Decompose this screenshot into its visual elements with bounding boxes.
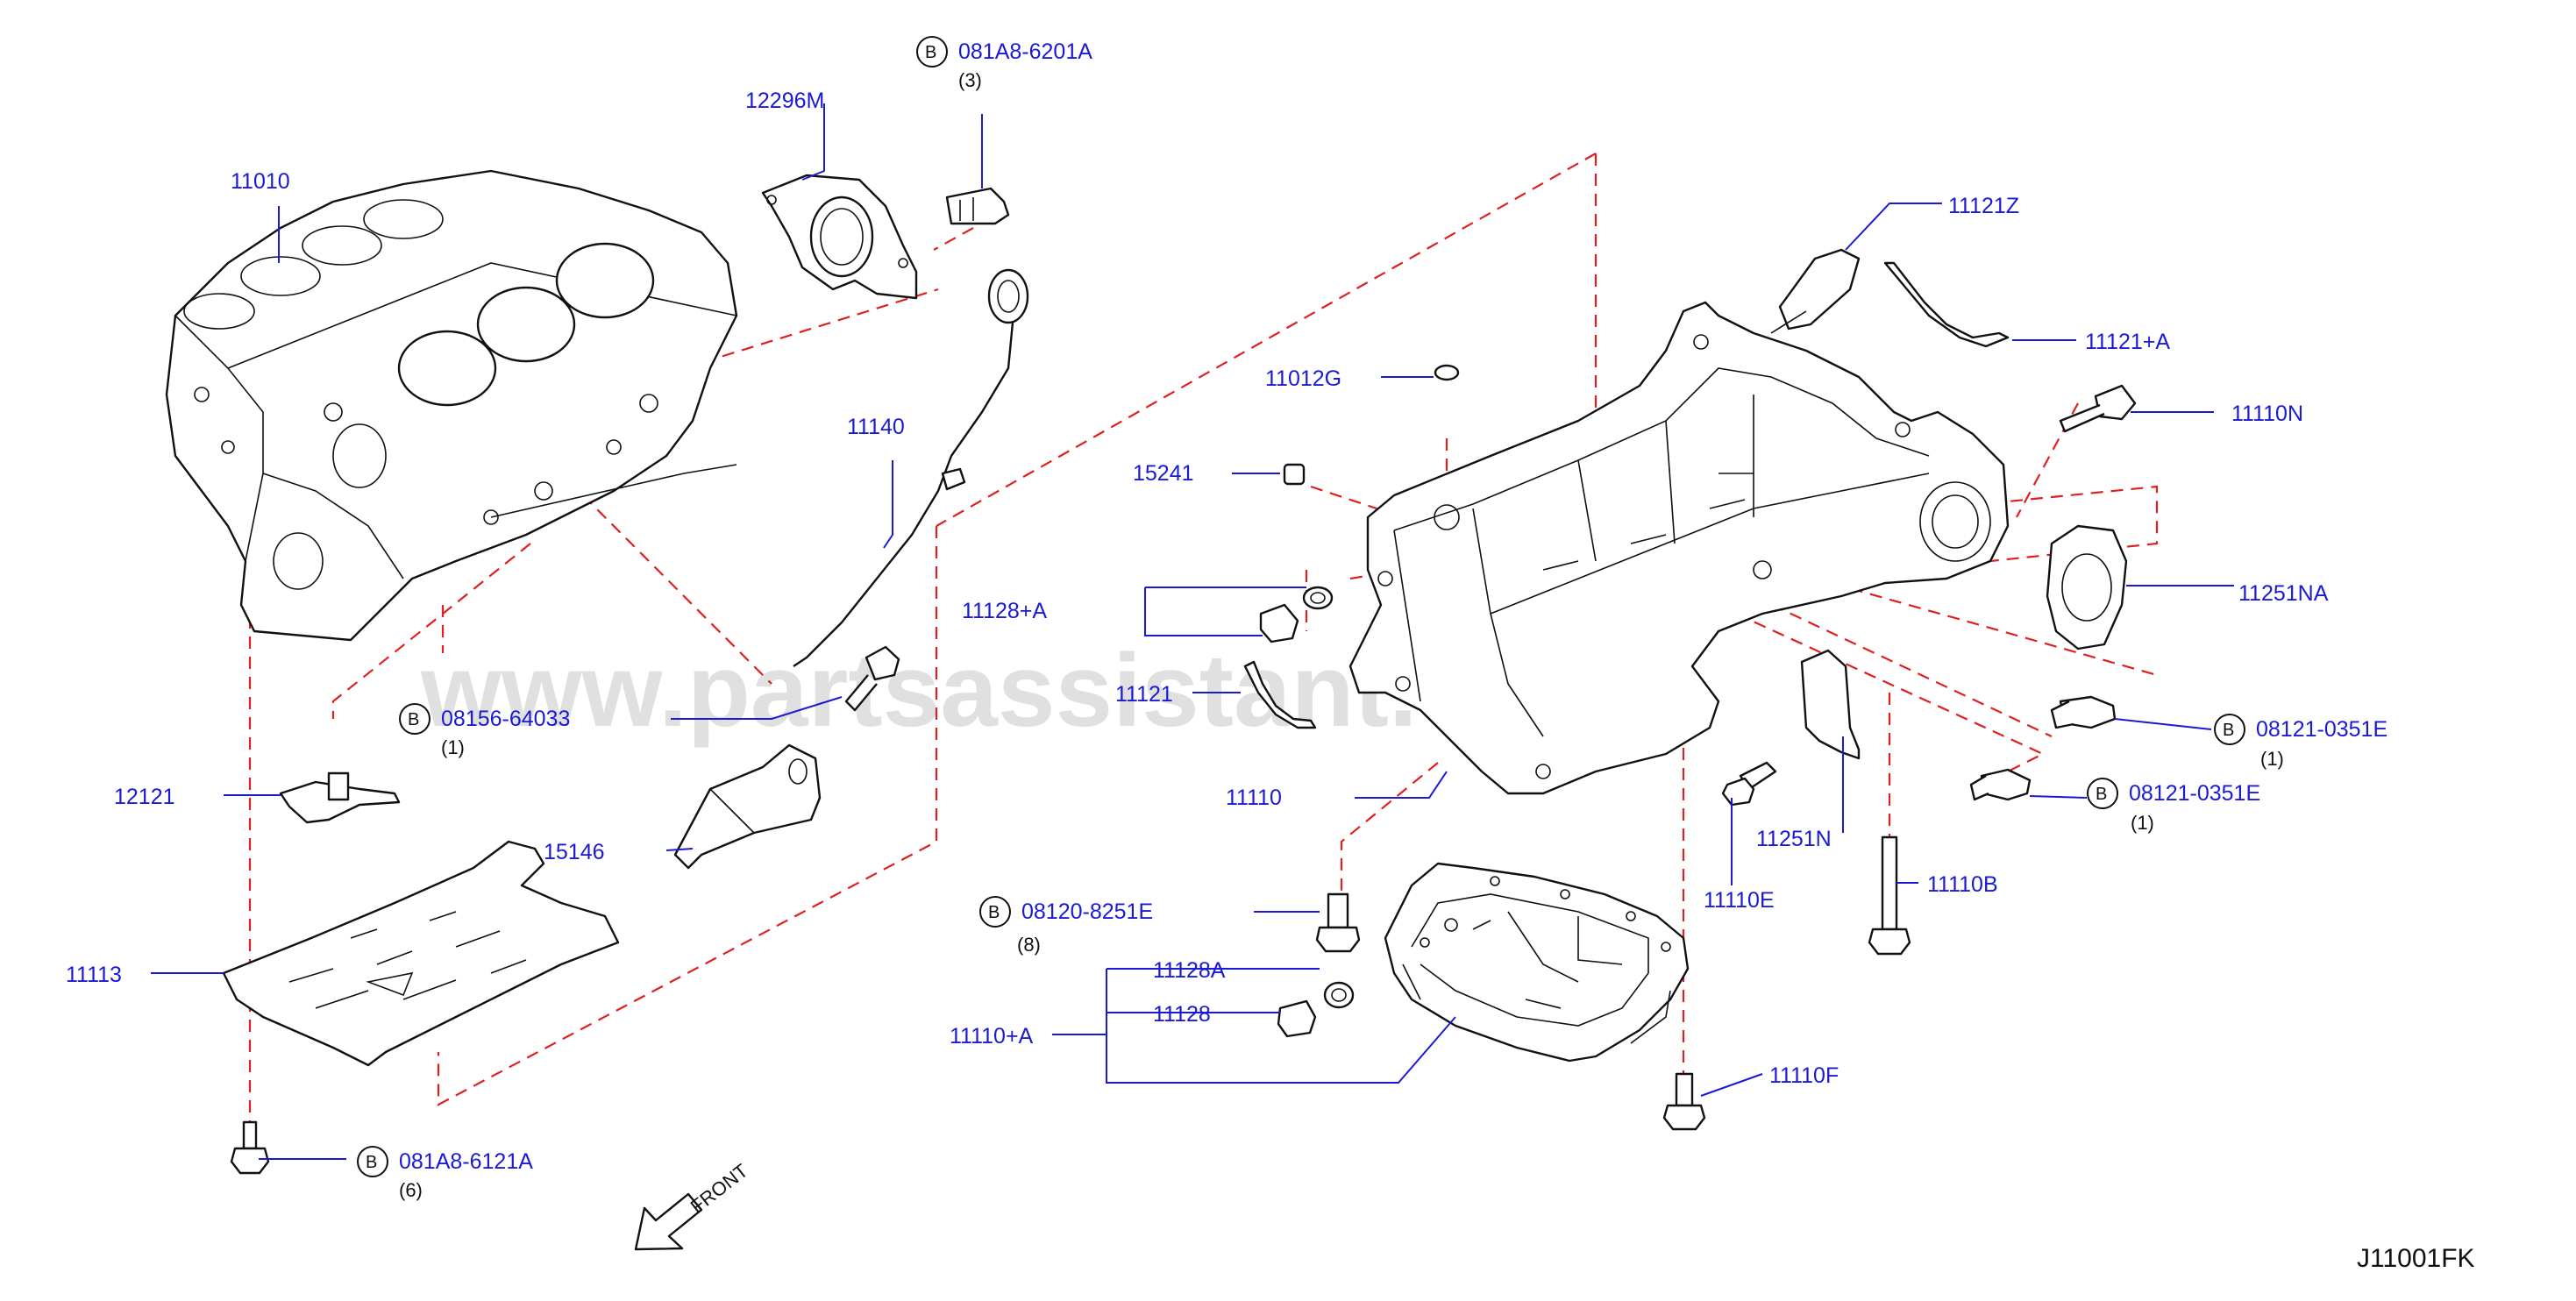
bolt-symbol-08120-8251e xyxy=(979,896,1011,928)
label-08121-0351e-b: 08121-0351E xyxy=(2129,781,2260,806)
gasket-11121-drawing xyxy=(1243,660,1317,729)
gasket-11121a-drawing xyxy=(1883,261,2010,348)
bolt-symbol-letter: B xyxy=(408,710,419,729)
bolt-symbol-08156-64033 xyxy=(399,703,431,735)
oil-level-gauge-drawing xyxy=(793,268,1029,667)
label-081a8-6201a: 081A8-6201A xyxy=(958,39,1092,64)
bolt-08156-64033-drawing xyxy=(844,645,900,712)
label-11121z: 11121Z xyxy=(1948,194,2019,218)
bolt-11110e-drawing xyxy=(1721,761,1777,807)
label-11110e: 11110E xyxy=(1704,888,1775,913)
cover-plate-11251n-drawing xyxy=(1800,649,1861,760)
rear-oil-seal-retainer-drawing xyxy=(761,174,918,300)
bracket-15146-drawing xyxy=(673,743,822,870)
bolt-081a8-6201a-drawing xyxy=(945,187,1010,225)
label-11121a: 11121+A xyxy=(2085,330,2170,354)
bolt-081a8-6121a-drawing xyxy=(230,1120,270,1175)
label-15146: 15146 xyxy=(544,840,605,864)
label-11128a: 11128A xyxy=(1153,958,1226,983)
bolt-symbol-letter: B xyxy=(2223,721,2234,740)
bracket-12121-drawing xyxy=(279,771,401,824)
label-12121: 12121 xyxy=(114,785,175,809)
label-11110a-plus: 11110+A xyxy=(950,1024,1034,1049)
front-arrow-icon xyxy=(634,1192,703,1251)
label-11110: 11110 xyxy=(1226,786,1282,810)
bolt-symbol-letter: B xyxy=(988,903,1000,922)
label-11140: 11140 xyxy=(847,415,905,439)
label-11251na: 11251NA xyxy=(2238,581,2329,606)
front-indicator: FRONT xyxy=(634,1160,752,1251)
upper-oil-pan-drawing xyxy=(1348,301,2010,795)
bolt-symbol-letter: B xyxy=(2096,785,2107,804)
lower-oil-pan-drawing xyxy=(1384,862,1690,1063)
label-11113: 11113 xyxy=(66,963,122,987)
label-11012g: 11012G xyxy=(1265,366,1341,391)
bolt-08121-0351e-b-drawing xyxy=(1969,768,2032,801)
baffle-plate-11113-drawing xyxy=(222,840,620,1067)
bolt-11110b-drawing xyxy=(1868,835,1911,956)
small-parts-drawing xyxy=(1259,364,1460,643)
drain-plug-drawing xyxy=(1277,981,1355,1038)
bolt-symbol-081a8-6201a xyxy=(916,36,948,68)
cylinder-block-drawing xyxy=(165,169,738,642)
part-labels: 11010 12296M B 081A8-6201A (3) 11140 B 0… xyxy=(66,36,2387,1201)
qty-08121-0351e-a: (1) xyxy=(2260,748,2284,770)
label-12296m: 12296M xyxy=(745,89,824,113)
label-11010: 11010 xyxy=(231,169,290,194)
qty-08121-0351e-b: (1) xyxy=(2131,812,2154,834)
qty-081a8-6201a: (3) xyxy=(958,69,982,91)
label-11110f: 11110F xyxy=(1769,1063,1839,1088)
label-11110b: 11110B xyxy=(1927,872,1998,897)
leader-lines xyxy=(151,103,2234,1160)
label-11121: 11121 xyxy=(1115,682,1173,707)
label-081a8-6121a: 081A8-6121A xyxy=(399,1149,533,1174)
front-label: FRONT xyxy=(687,1160,752,1218)
qty-08156-64033: (1) xyxy=(441,736,465,758)
bolt-symbol-08121-0351e-b xyxy=(2087,778,2118,809)
bolt-symbol-08121-0351e-a xyxy=(2214,714,2245,745)
sealant-tube-drawing xyxy=(1770,248,1861,334)
bolt-08120-8251e-drawing xyxy=(1315,892,1361,953)
label-08156-64033: 08156-64033 xyxy=(441,707,570,731)
bolt-symbol-letter: B xyxy=(925,43,936,62)
bolt-symbol-081a8-6121a xyxy=(357,1146,388,1177)
label-08121-0351e-a: 08121-0351E xyxy=(2256,717,2387,742)
gasket-11251na-drawing xyxy=(2046,524,2128,650)
label-11251n: 11251N xyxy=(1756,827,1832,851)
label-15241: 15241 xyxy=(1133,461,1194,486)
qty-08120-8251e: (8) xyxy=(1017,934,1041,956)
bolt-11110f-drawing xyxy=(1662,1072,1706,1131)
bolt-08121-0351e-a-drawing xyxy=(2050,695,2117,729)
label-11128: 11128 xyxy=(1153,1002,1211,1027)
bolt-11110n-drawing xyxy=(2059,384,2137,433)
qty-081a8-6121a: (6) xyxy=(399,1179,423,1201)
bolt-symbol-letter: B xyxy=(366,1153,377,1172)
diagram-code: J11001FK xyxy=(2357,1244,2475,1273)
label-08120-8251e: 08120-8251E xyxy=(1021,899,1153,924)
label-11128a-plus: 11128+A xyxy=(962,599,1047,623)
label-11110n: 11110N xyxy=(2231,402,2303,426)
